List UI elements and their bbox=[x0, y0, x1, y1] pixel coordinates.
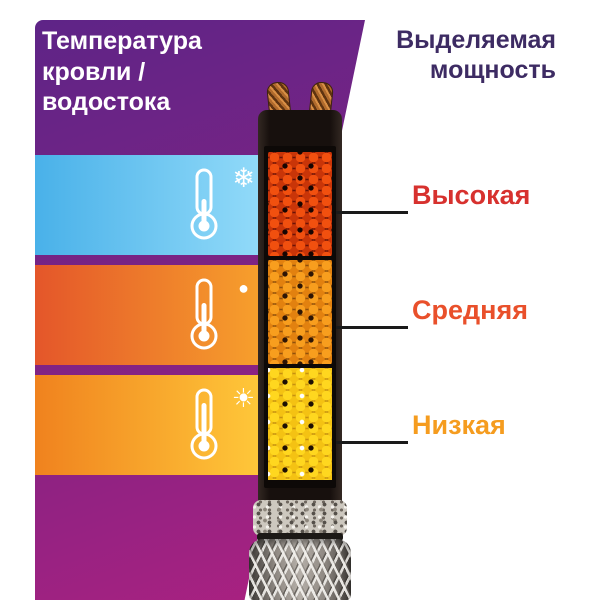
thermometer-icon bbox=[190, 388, 218, 460]
heating-matrix-low bbox=[268, 368, 332, 480]
pointer-line-high bbox=[336, 211, 408, 214]
temperature-band-warm: ● bbox=[35, 265, 265, 365]
temperature-title-line-2: кровли / bbox=[42, 57, 146, 86]
braided-shield bbox=[249, 539, 351, 600]
pointer-line-medium bbox=[336, 326, 408, 329]
power-level-label-low: Низкая bbox=[412, 410, 506, 440]
temperature-title-line-3: водостока bbox=[42, 88, 171, 116]
thermometer-icon bbox=[190, 278, 218, 350]
power-level-label-high: Высокая bbox=[412, 180, 531, 210]
pointer-line-low bbox=[336, 441, 408, 444]
temperature-title-line-1: Температура bbox=[42, 27, 202, 55]
power-title-line-2: мощность bbox=[429, 55, 556, 84]
cable-ferrule bbox=[253, 500, 347, 536]
temperature-title: Температура кровли / водостока bbox=[42, 26, 202, 118]
power-level-label-medium: Средняя bbox=[412, 295, 528, 325]
heating-matrix-high bbox=[268, 152, 332, 256]
temperature-band-freezing: ❄ bbox=[35, 155, 265, 255]
power-title: Выделяемая мощность bbox=[396, 26, 556, 85]
ferrule-ring bbox=[257, 533, 343, 541]
temperature-band-hot: ☀ bbox=[35, 375, 265, 475]
thermometer-icon bbox=[190, 168, 218, 240]
heating-matrix-medium bbox=[268, 260, 332, 364]
dot-icon: ● bbox=[238, 278, 249, 298]
sun-icon: ☀ bbox=[231, 383, 255, 413]
snowflake-icon: ❄ bbox=[232, 163, 255, 193]
power-title-line-1: Выделяемая bbox=[396, 26, 556, 54]
